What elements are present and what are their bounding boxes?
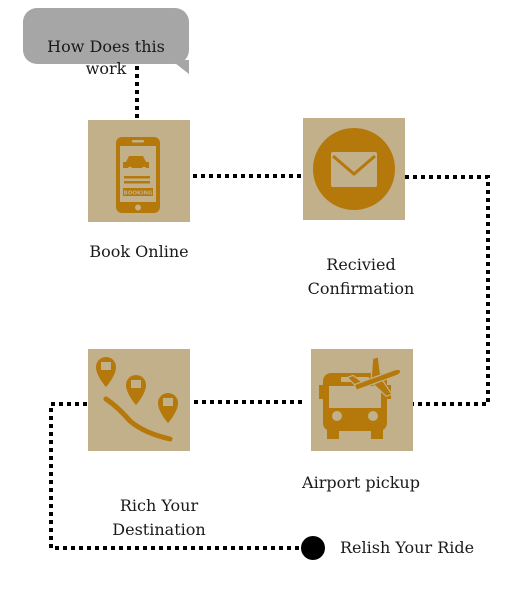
step-destination-tile [88, 349, 190, 451]
step-confirmation-label: Recivied Confirmation [307, 255, 415, 298]
smartphone-booking-icon: BOOKING [116, 137, 160, 213]
bubble-tail [171, 60, 189, 74]
bus-airplane-icon [319, 355, 402, 439]
how-it-works-title: How Does this work [47, 37, 165, 78]
how-it-works-bubble: How Does this work [23, 8, 189, 78]
step-book-online-tile: BOOKING [88, 120, 190, 222]
final-step-dot [301, 536, 325, 560]
step-confirmation-tile [303, 118, 405, 220]
final-step-label: Relish Your Ride [340, 538, 475, 557]
map-pin-1-icon [96, 357, 116, 387]
map-pin-2-icon [126, 375, 146, 405]
envelope-icon [313, 128, 395, 210]
step-airport-pickup-label: Airport pickup [302, 473, 420, 492]
map-pins-route-icon [96, 357, 178, 442]
step-airport-pickup-tile [311, 349, 413, 451]
map-pin-3-icon [158, 393, 178, 423]
step-book-online-label: Book Online [89, 242, 189, 261]
step-destination-label: Rich Your Destination [112, 496, 206, 539]
booking-badge-text: BOOKING [124, 191, 153, 197]
connector-destination-to-end [49, 402, 302, 550]
connector-confirmation-to-pickup [405, 175, 490, 406]
